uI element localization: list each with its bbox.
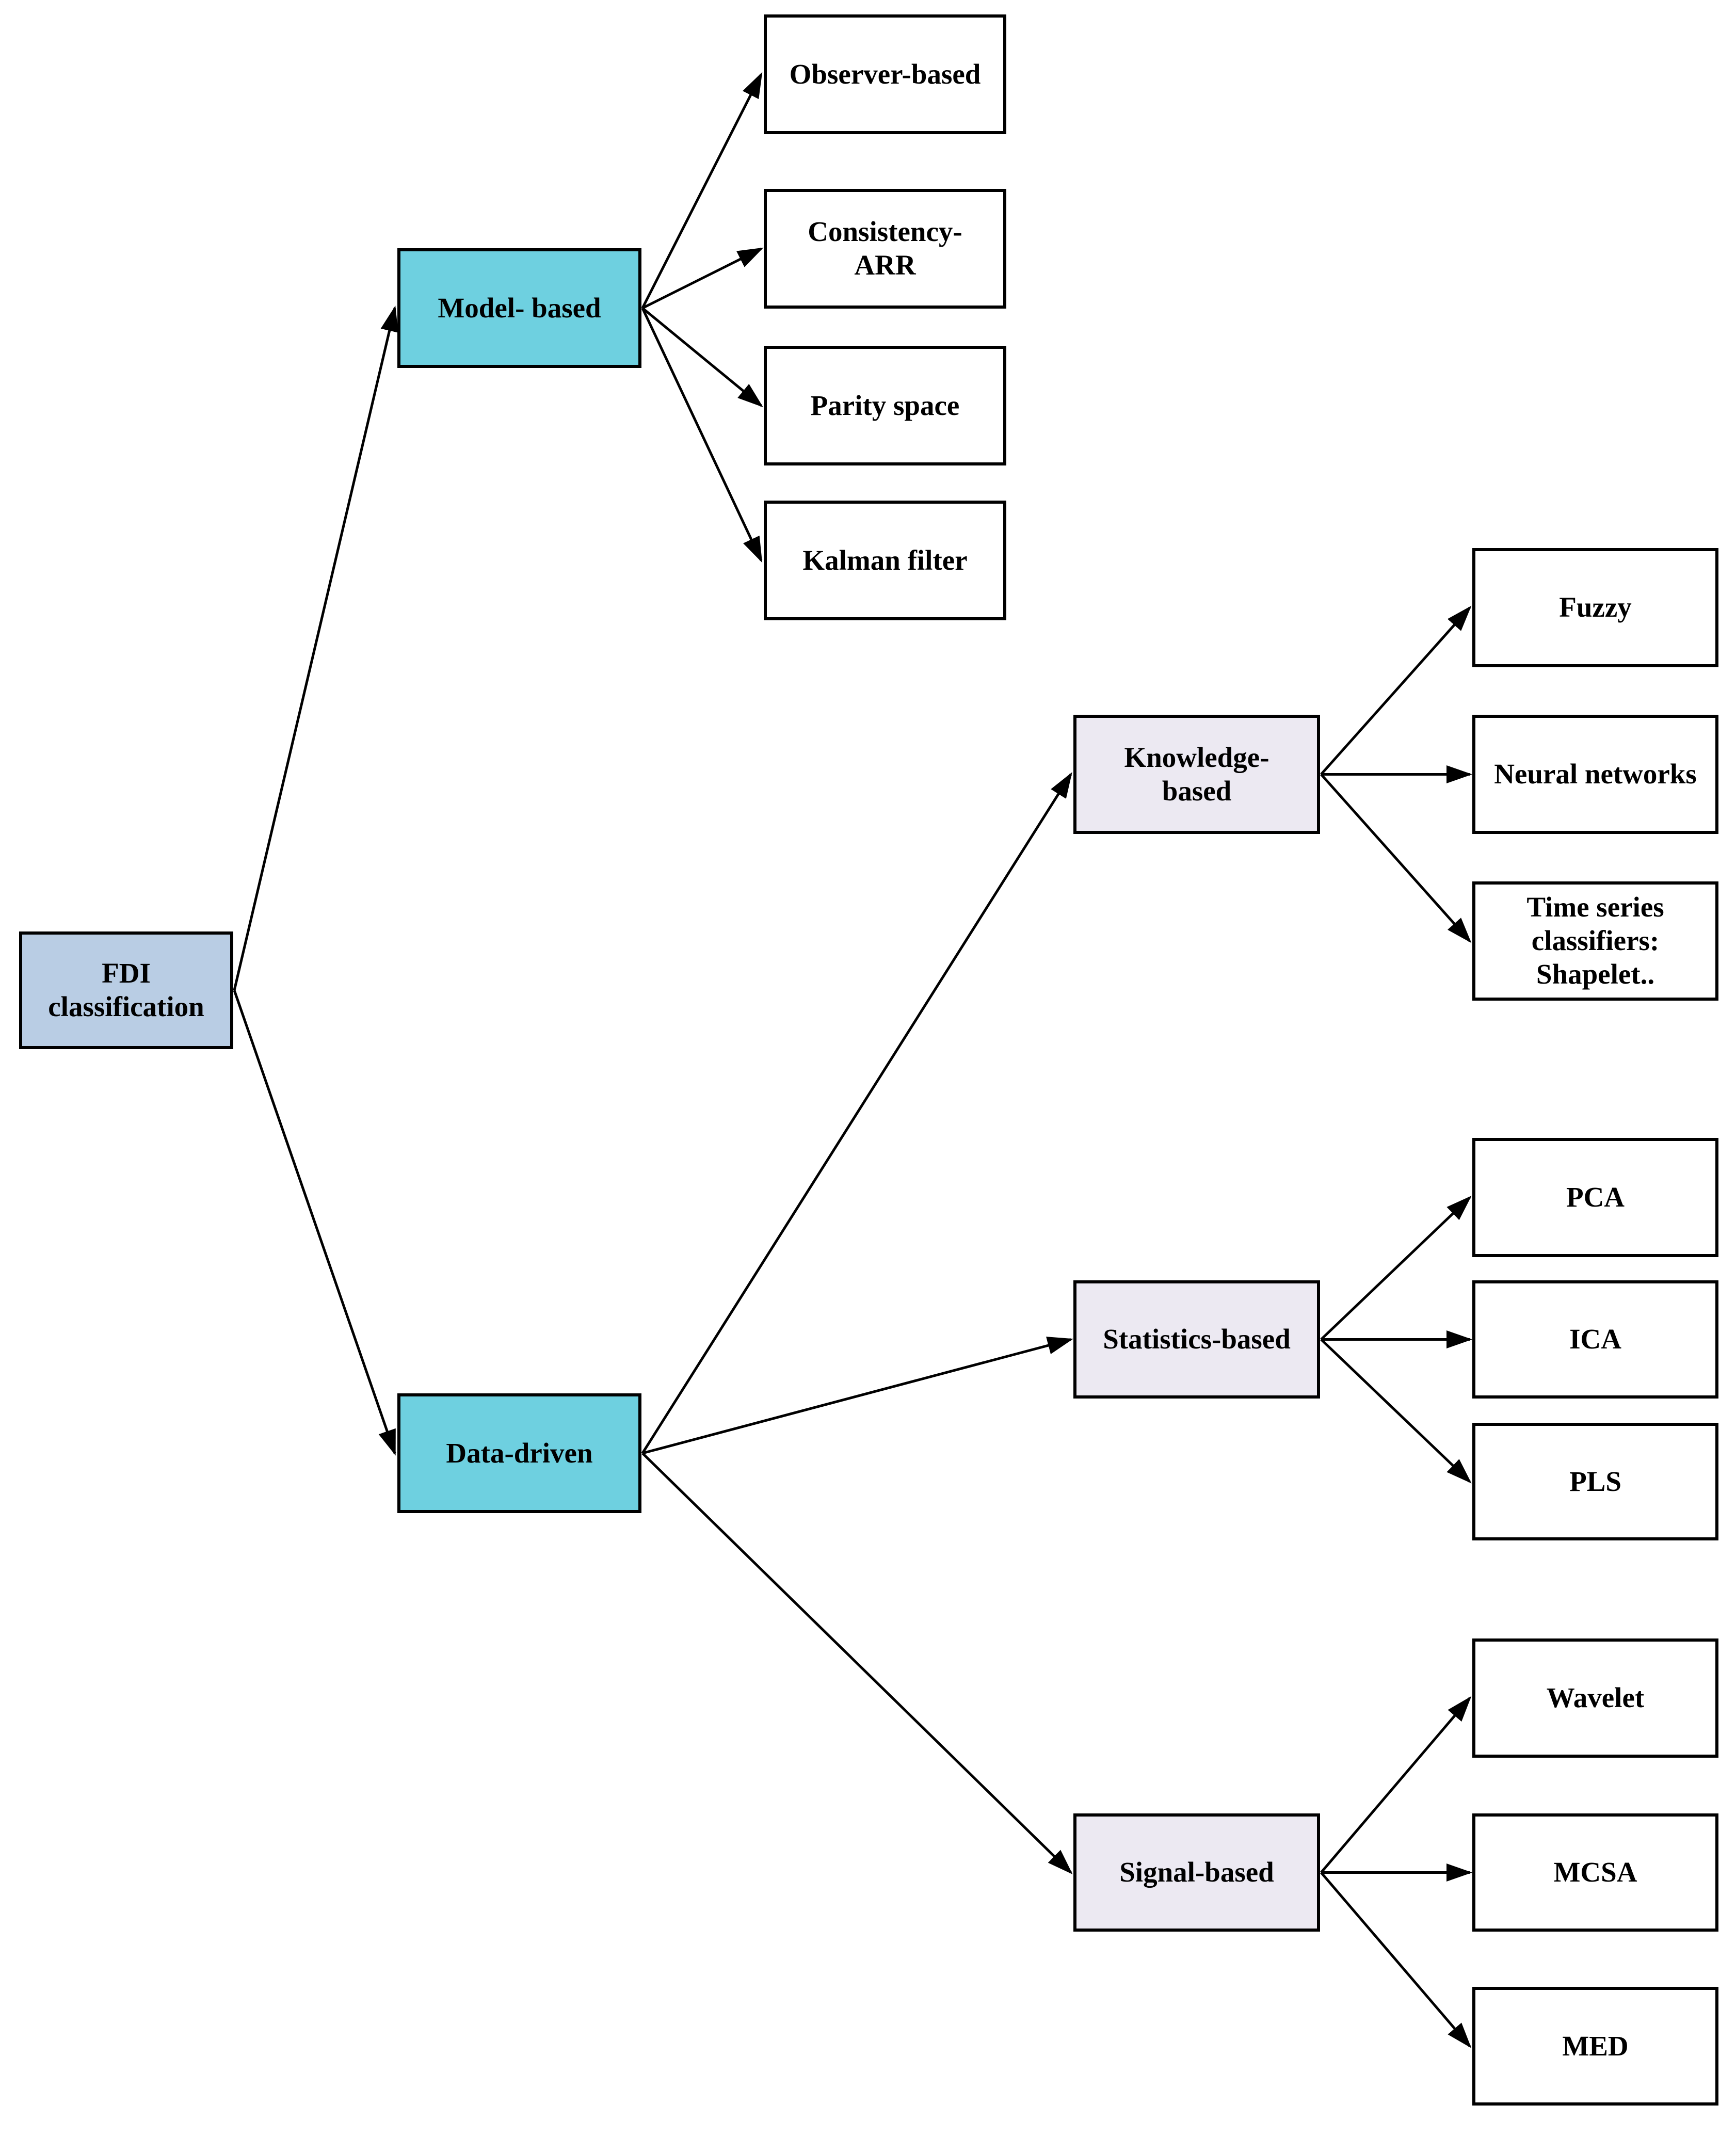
edge-data-driven-to-statistics-based [642, 1337, 1073, 1455]
node-model-based: Model- based [397, 248, 641, 368]
node-label-mcsa: MCSA [1553, 1856, 1637, 1888]
node-label-data-driven: Data-driven [446, 1437, 593, 1469]
node-label-model-based: Model- based [438, 292, 601, 324]
node-pca: PCA [1472, 1138, 1718, 1257]
node-label-fdi: FDI classification [48, 957, 204, 1022]
edge-fdi-to-data-driven [233, 990, 396, 1456]
edge-signal-based-to-med [1320, 1871, 1472, 2048]
edge-knowledge-based-to-time-series-classifiers [1320, 773, 1472, 943]
node-label-kalman-filter: Kalman filter [802, 544, 968, 576]
node-label-parity-space: Parity space [810, 389, 960, 421]
edge-knowledge-based-to-fuzzy [1320, 605, 1472, 776]
node-label-pca: PCA [1566, 1181, 1625, 1213]
node-fdi: FDI classification [19, 931, 233, 1049]
node-time-series-classifiers: Time series classifiers: Shapelet.. [1472, 881, 1718, 1001]
node-label-time-series-classifiers: Time series classifiers: Shapelet.. [1526, 891, 1664, 990]
node-label-wavelet: Wavelet [1546, 1682, 1645, 1714]
node-ica: ICA [1472, 1280, 1718, 1399]
node-neural-networks: Neural networks [1472, 715, 1718, 834]
node-wavelet: Wavelet [1472, 1638, 1718, 1758]
node-label-signal-based: Signal-based [1119, 1856, 1274, 1888]
edge-statistics-based-to-pls [1320, 1338, 1472, 1484]
node-label-neural-networks: Neural networks [1494, 758, 1697, 790]
node-kalman-filter: Kalman filter [764, 501, 1006, 620]
node-label-fuzzy: Fuzzy [1559, 591, 1632, 623]
node-mcsa: MCSA [1472, 1813, 1718, 1932]
node-knowledge-based: Knowledge- based [1073, 715, 1320, 834]
edge-signal-based-to-wavelet [1320, 1696, 1472, 1874]
node-signal-based: Signal-based [1073, 1813, 1320, 1932]
edge-statistics-based-to-pca [1320, 1196, 1472, 1341]
edge-model-based-to-kalman-filter [641, 307, 763, 563]
node-fuzzy: Fuzzy [1472, 548, 1718, 667]
node-consistency-arr: Consistency- ARR [764, 189, 1006, 309]
node-label-knowledge-based: Knowledge- based [1124, 741, 1269, 807]
node-observer-based: Observer-based [764, 14, 1006, 134]
edge-fdi-to-model-based [233, 306, 398, 991]
node-parity-space: Parity space [764, 346, 1006, 465]
edge-model-based-to-consistency-arr [641, 247, 764, 310]
edge-data-driven-to-knowledge-based [641, 772, 1072, 1454]
node-label-ica: ICA [1569, 1323, 1621, 1355]
node-label-med: MED [1562, 2030, 1629, 2062]
node-label-statistics-based: Statistics-based [1103, 1323, 1291, 1355]
edge-data-driven-to-signal-based [641, 1452, 1073, 1874]
node-statistics-based: Statistics-based [1073, 1280, 1320, 1399]
edge-model-based-to-observer-based [641, 72, 763, 309]
node-label-pls: PLS [1569, 1465, 1621, 1497]
edge-model-based-to-parity-space [641, 307, 763, 408]
node-label-consistency-arr: Consistency- ARR [808, 216, 962, 281]
node-med: MED [1472, 1987, 1718, 2106]
node-data-driven: Data-driven [397, 1393, 641, 1513]
node-label-observer-based: Observer-based [789, 58, 981, 90]
node-pls: PLS [1472, 1423, 1718, 1540]
